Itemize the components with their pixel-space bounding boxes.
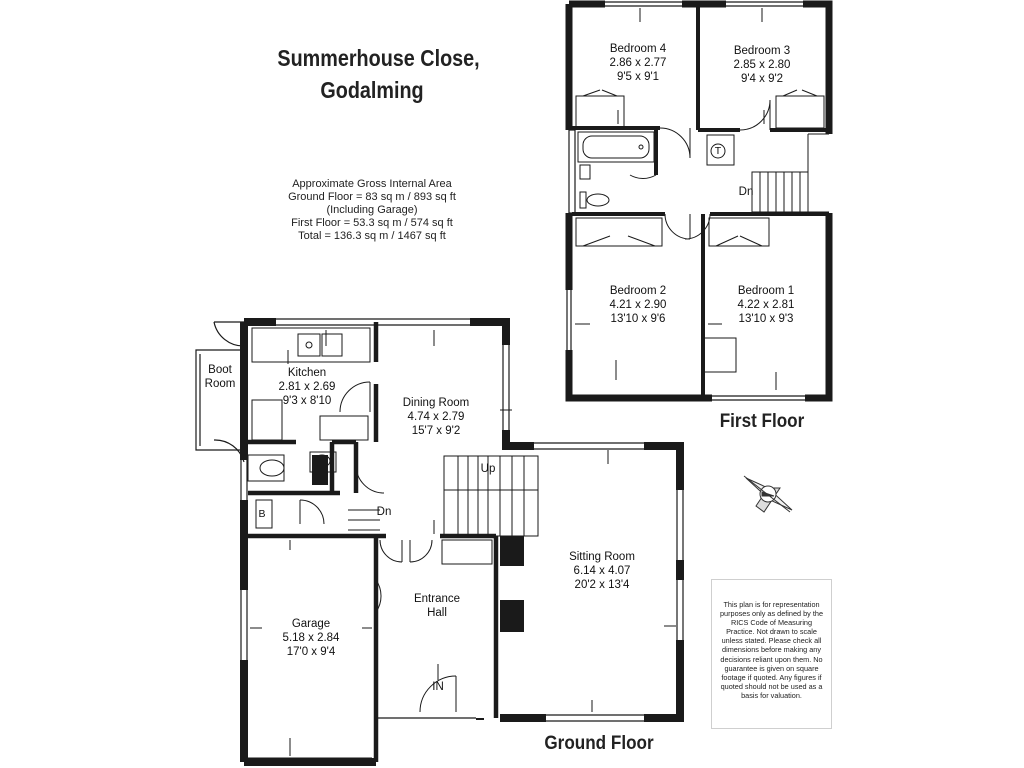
area-first: First Floor = 53.3 sq m / 574 sq ft (291, 217, 453, 229)
bath-icon (577, 131, 655, 163)
kitchen-fittings (247, 327, 385, 529)
ground-floor-doors (375, 539, 493, 713)
entrance-in-label: IN (432, 681, 444, 693)
tank-label: T (714, 145, 722, 157)
ground-floor-title: Ground Floor (544, 733, 654, 754)
stairs-down-label-ground: Dn (376, 506, 392, 518)
first-floor-wardrobes (575, 89, 825, 373)
boot-room (195, 321, 245, 463)
page-title-line1: Summerhouse Close, (277, 45, 480, 71)
first-floor-stairs (751, 133, 829, 213)
first-floor-title: First Floor (719, 411, 805, 432)
ground-floor-ticks (250, 330, 676, 756)
toilet-icon (579, 191, 610, 209)
ground-floor-windows (240, 318, 684, 722)
area-heading: Approximate Gross Internal Area (292, 178, 452, 190)
chimney-breast (312, 455, 524, 632)
stairs-up-label: Up (480, 463, 496, 475)
ground-floor-plan (195, 318, 684, 766)
first-floor-ticks (575, 8, 777, 390)
sink-icon (297, 333, 321, 357)
compass-icon (743, 475, 793, 513)
ground-floor-stairs (348, 455, 539, 537)
first-floor-plan (565, 0, 833, 402)
area-total: Total = 136.3 sq m / 1467 sq ft (298, 230, 446, 242)
toilet-icon (247, 454, 285, 482)
tank-icon (710, 143, 726, 159)
ground-floor-outer-walls (240, 318, 684, 766)
stairs-down-label-first: Dn (738, 186, 754, 198)
first-floor-doors (629, 99, 771, 240)
first-floor-windows (566, 1, 805, 401)
first-floor-outer-walls (565, 0, 833, 402)
disclaimer-box: This plan is for representation purposes… (711, 579, 832, 729)
boiler-label: B (258, 508, 266, 520)
area-ground: Ground Floor = 83 sq m / 893 sq ft (288, 191, 456, 203)
page-title-line2: Godalming (320, 77, 424, 103)
area-including: (Including Garage) (326, 204, 418, 216)
sink-icon (579, 164, 591, 180)
